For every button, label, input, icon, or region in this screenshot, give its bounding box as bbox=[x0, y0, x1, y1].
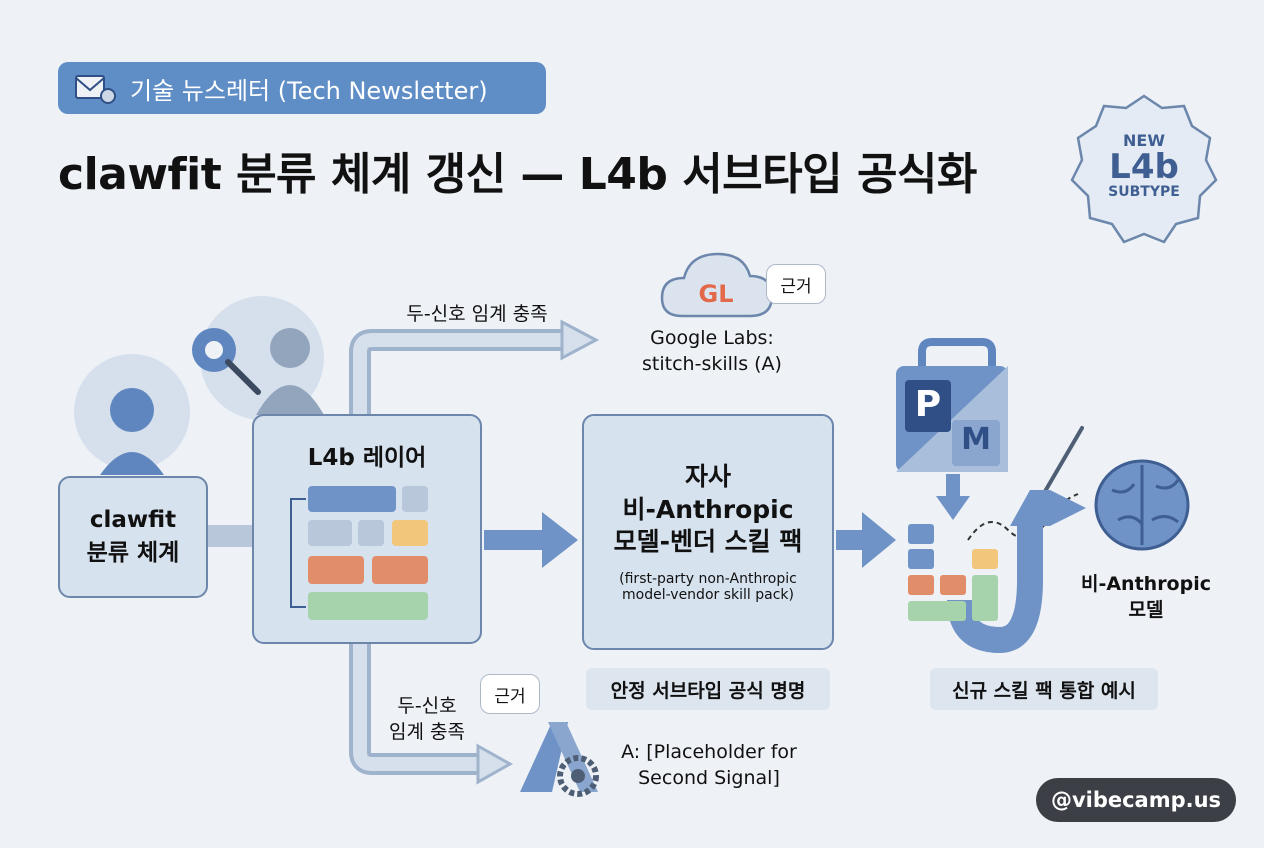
pack-caption: 안정 서브타입 공식 명명 bbox=[586, 668, 830, 710]
badge-line-1: NEW bbox=[1123, 130, 1165, 150]
l4b-layer-title: L4b 레이어 bbox=[307, 445, 427, 471]
layer-block bbox=[308, 520, 352, 546]
top-source-line-2: stitch-skills (A) bbox=[642, 352, 782, 375]
integration-caption: 신규 스킬 팩 통합 예시 bbox=[930, 668, 1158, 710]
model-line-2: 모델 bbox=[1128, 598, 1164, 621]
badge-line-2: L4b bbox=[1109, 146, 1179, 187]
page-title: clawfit 분류 체계 갱신 — L4b 서브타입 공식화 bbox=[58, 149, 977, 200]
taxonomy-line-2: 분류 체계 bbox=[86, 540, 180, 566]
bottom-arrow-line-1: 두-신호 bbox=[397, 695, 457, 717]
mail-gear-icon bbox=[74, 70, 118, 106]
pack-line-1: 자사 bbox=[684, 462, 731, 492]
pack-line-3: 모델-벤더 스킬 팩 bbox=[613, 527, 803, 557]
brain-icon bbox=[1094, 459, 1190, 551]
top-arrow-label: 두-신호 임계 충족 bbox=[406, 303, 548, 325]
l4b-layer-box: L4b 레이어 bbox=[252, 414, 482, 644]
badge-seal bbox=[1070, 94, 1218, 244]
a-gear-icon bbox=[520, 722, 599, 797]
badge-line-3: SUBTYPE bbox=[1108, 183, 1180, 200]
bottom-source-line-1: A: [Placeholder for bbox=[621, 741, 797, 763]
watermark: @vibecamp.us bbox=[1036, 778, 1236, 822]
bottom-arrow-label: 두-신호 임계 충족 bbox=[372, 694, 482, 745]
top-source-line-1: Google Labs: bbox=[650, 327, 774, 349]
skill-pack-bag-icon bbox=[896, 338, 1008, 472]
layer-block bbox=[358, 520, 384, 546]
layer-block bbox=[308, 486, 396, 512]
bag-letter-m: M bbox=[961, 422, 991, 457]
bag-letter-p: P bbox=[914, 384, 942, 425]
newsletter-tag-label: 기술 뉴스레터 (Tech Newsletter) bbox=[130, 76, 488, 105]
layer-block bbox=[308, 556, 364, 584]
layer-block bbox=[372, 556, 428, 584]
google-labs-logo-text: GL bbox=[698, 280, 734, 308]
top-source-label: Google Labs: stitch-skills (A) bbox=[612, 326, 812, 377]
evidence-bubble-top: 근거 bbox=[766, 264, 826, 304]
pack-line-2: 비-Anthropic bbox=[622, 494, 794, 524]
layer-block bbox=[402, 486, 428, 512]
skill-pack-box: 자사 비-Anthropic 모델-벤더 스킬 팩 (first-party n… bbox=[582, 414, 834, 650]
model-line-1: 비-Anthropic bbox=[1080, 573, 1211, 595]
evidence-bubble-bottom: 근거 bbox=[480, 674, 540, 714]
pack-sub-2: model-vendor skill pack) bbox=[622, 586, 794, 603]
new-subtype-badge: NEW L4b SUBTYPE bbox=[1084, 110, 1204, 220]
engineer-icon bbox=[192, 296, 324, 420]
layer-bracket bbox=[290, 498, 306, 608]
pack-sub-1: (first-party non-Anthropic bbox=[619, 570, 797, 587]
needle-icon bbox=[1038, 426, 1084, 502]
taxonomy-line-1: clawfit bbox=[89, 507, 177, 533]
bottom-arrow-line-2: 임계 충족 bbox=[389, 720, 465, 743]
integration-blocks bbox=[908, 524, 998, 621]
newsletter-tag: 기술 뉴스레터 (Tech Newsletter) bbox=[58, 62, 546, 114]
taxonomy-box: clawfit 분류 체계 bbox=[58, 476, 208, 598]
layer-block bbox=[392, 520, 428, 546]
model-label: 비-Anthropic 모델 bbox=[1066, 572, 1226, 623]
bottom-source-line-2: Second Signal] bbox=[638, 766, 780, 789]
bottom-source-label: A: [Placeholder for Second Signal] bbox=[606, 740, 812, 791]
person-icon bbox=[74, 354, 190, 475]
layer-block bbox=[308, 592, 428, 620]
